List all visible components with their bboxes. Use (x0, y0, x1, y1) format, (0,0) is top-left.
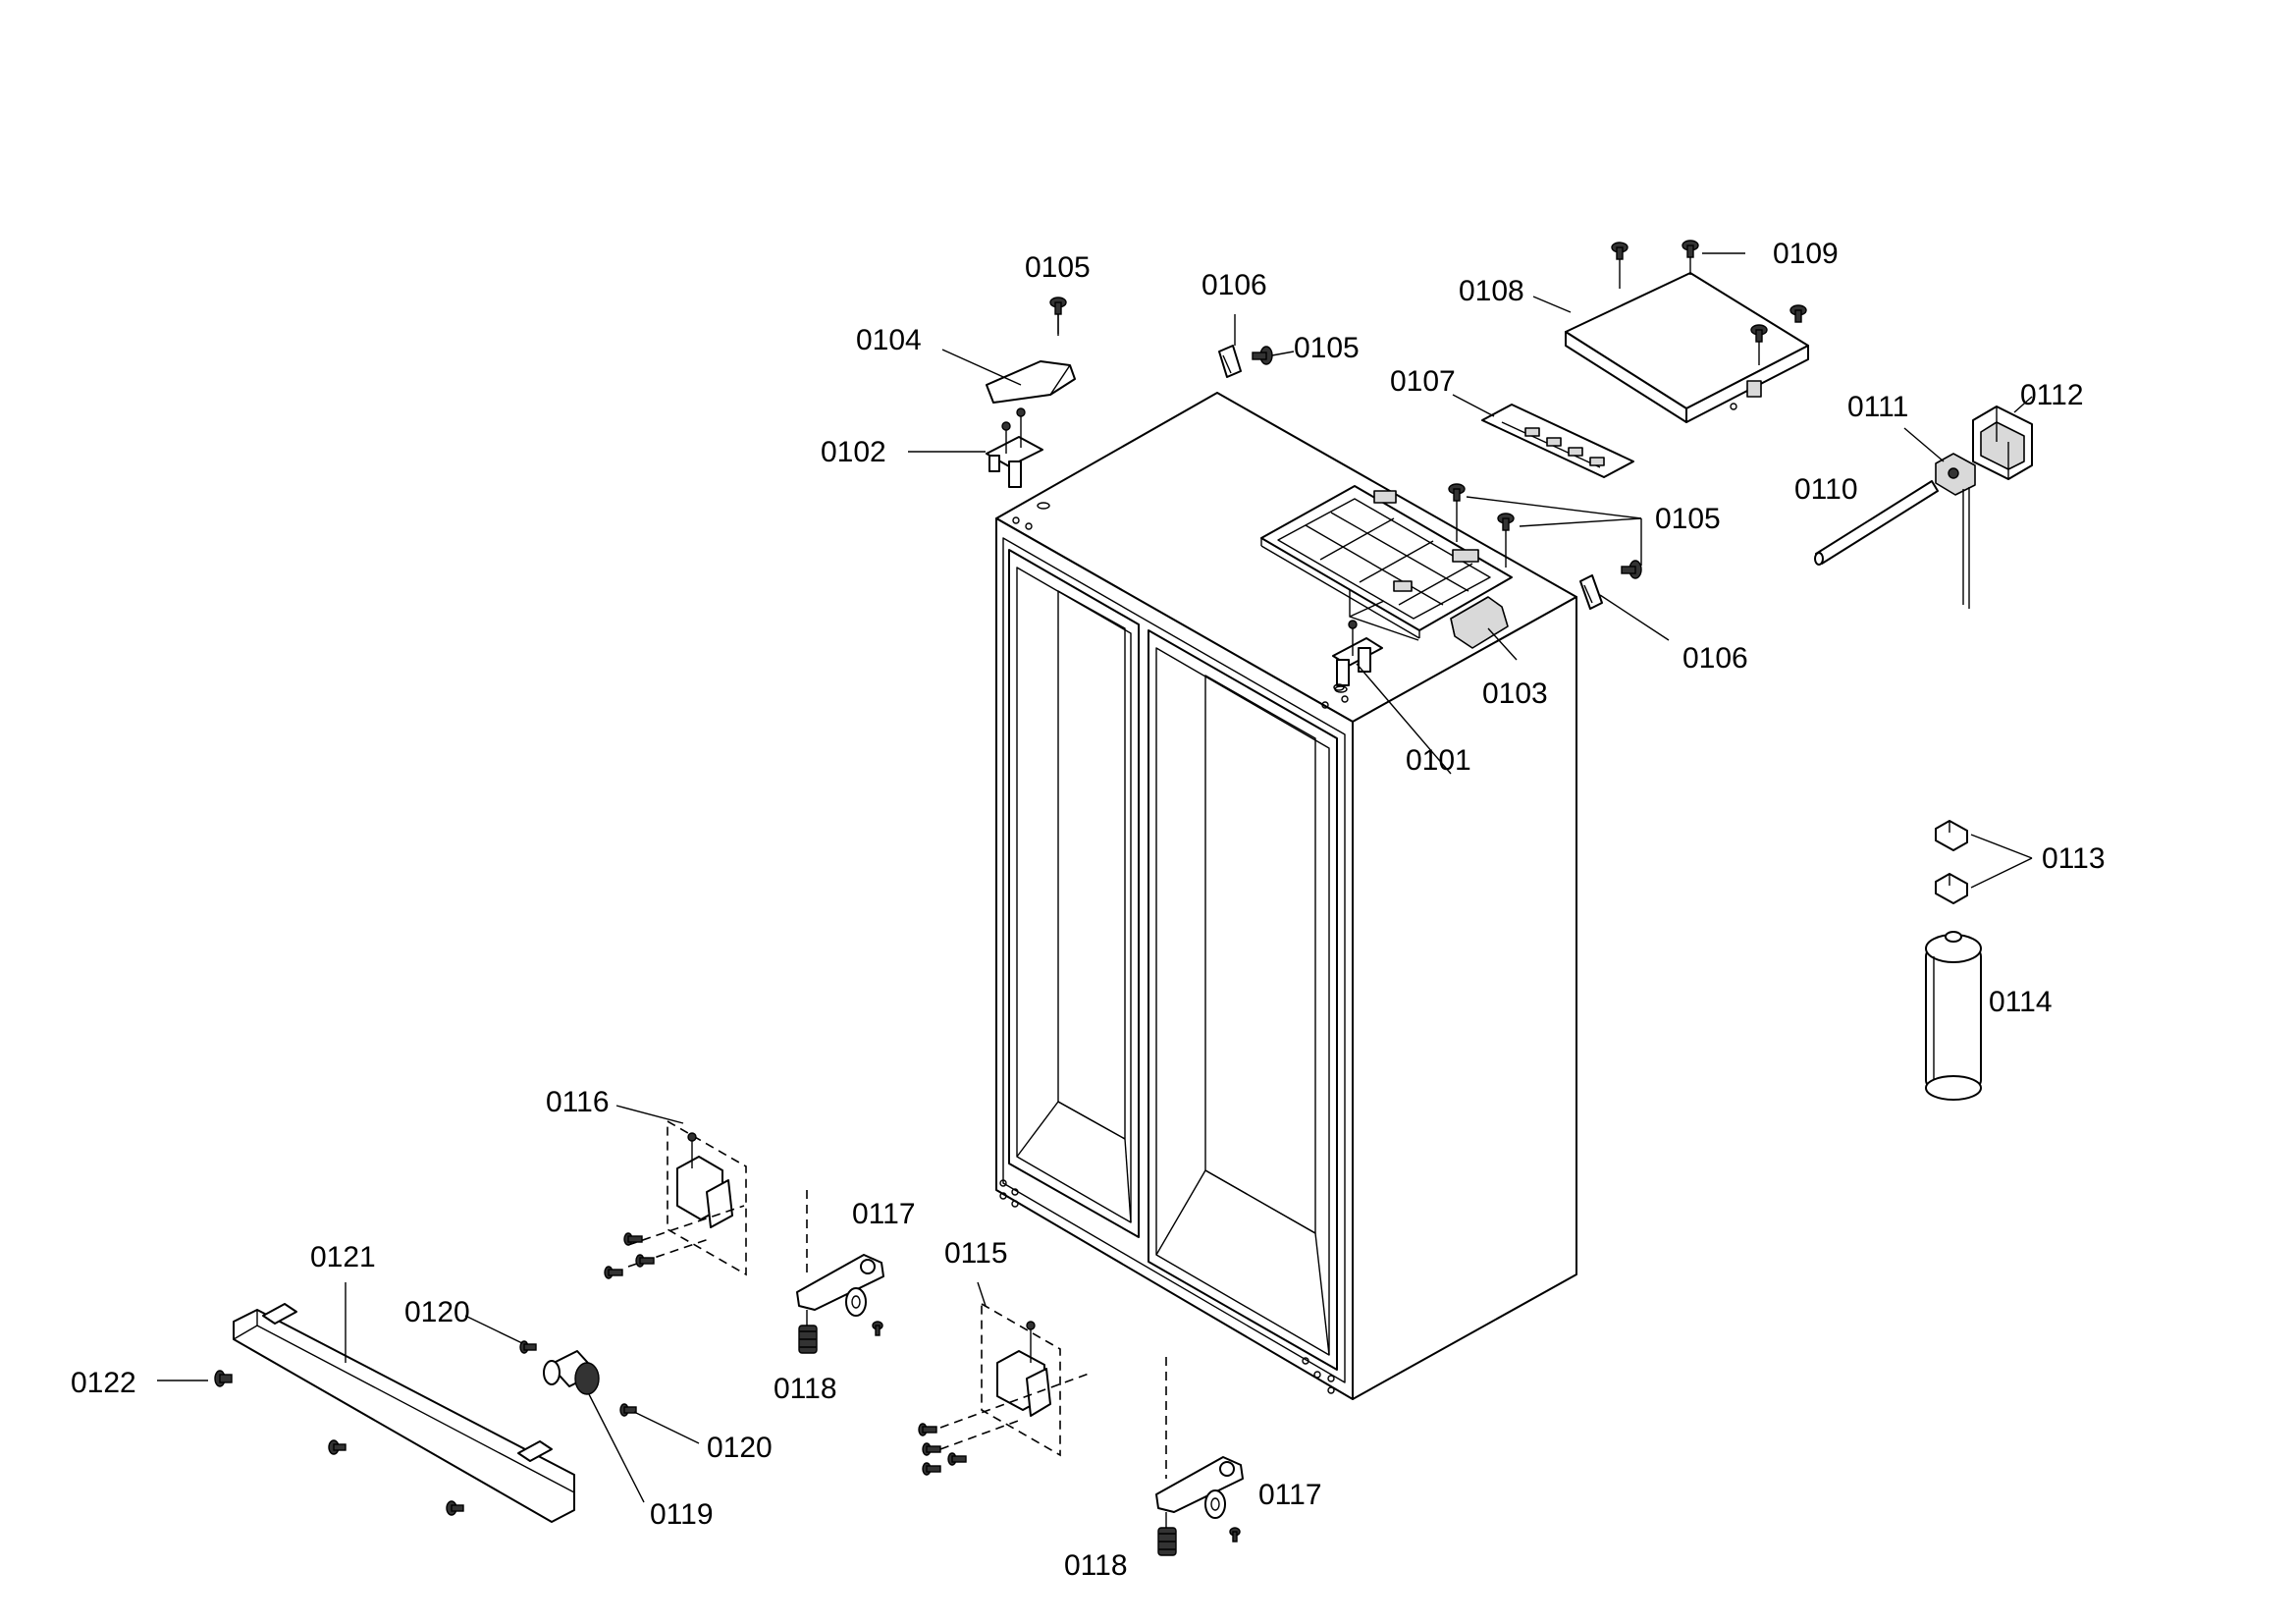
label-0110: 0110 (1794, 473, 1858, 506)
screw-0115-c (947, 1452, 967, 1466)
label-0117-right: 0117 (1258, 1479, 1322, 1511)
part-labels: 0105 0104 0102 0106 0105 0108 0109 0107 … (71, 238, 2106, 1582)
screw-0122 (214, 1370, 233, 1387)
leader-lines (157, 252, 2033, 1503)
mounting-bracket-housing (1972, 406, 2033, 480)
screw-0116-b (635, 1254, 655, 1268)
upper-hinge-left (986, 407, 1043, 488)
screw-0115-d (922, 1462, 941, 1476)
screw-0109-d (1789, 304, 1807, 323)
clip-0113-upper (1935, 820, 1968, 851)
screw-0109-b (1682, 240, 1699, 275)
screw-0105-center-a (1448, 483, 1466, 542)
label-0103: 0103 (1482, 677, 1548, 710)
screw-0121-a (328, 1439, 347, 1455)
refrigerator-cabinet (995, 392, 1577, 1400)
label-0115: 0115 (944, 1237, 1008, 1270)
label-0117-left: 0117 (852, 1198, 916, 1230)
label-0111: 0111 (1847, 391, 1908, 423)
label-0112: 0112 (2020, 379, 2084, 411)
label-0105-mid: 0105 (1294, 332, 1360, 364)
label-0113: 0113 (2042, 842, 2106, 875)
label-0106-top: 0106 (1201, 269, 1267, 301)
upper-hinge-right (1332, 620, 1383, 703)
screw-0105-center-b (1497, 513, 1515, 568)
water-filter-cartridge (1925, 931, 1982, 1101)
roller-assembly-right (1155, 1357, 1244, 1556)
screw-0115-a (918, 1423, 937, 1436)
screw-0109-c (1750, 324, 1768, 365)
label-0105-center: 0105 (1655, 503, 1721, 535)
lower-hinge-left (604, 1119, 747, 1279)
screw-0117-right (1229, 1527, 1241, 1543)
roller-assembly-left (796, 1190, 884, 1354)
hinge-cover-right (1450, 596, 1509, 649)
toe-kick-rail (233, 1303, 575, 1523)
label-0102: 0102 (821, 436, 886, 468)
label-0106-right: 0106 (1682, 642, 1748, 675)
control-panel-board (1481, 404, 1634, 478)
label-0120-lower: 0120 (707, 1432, 773, 1464)
leveling-foot-0118-left (798, 1325, 818, 1354)
label-0121: 0121 (310, 1241, 376, 1273)
label-0116: 0116 (546, 1086, 610, 1118)
screw-0105-top (1049, 297, 1067, 336)
label-0120-upper: 0120 (404, 1296, 470, 1328)
bracket-0106-top (1218, 345, 1242, 378)
valve-fitting (1935, 453, 1976, 609)
lower-hinge-right (918, 1302, 1093, 1476)
screw-0120-lower (619, 1403, 637, 1417)
screw-0109-a (1611, 242, 1629, 289)
screw-0105-mid (1252, 346, 1273, 365)
screw-0117-left (872, 1321, 883, 1336)
label-0108: 0108 (1459, 275, 1524, 307)
label-0104: 0104 (856, 324, 922, 356)
label-0119: 0119 (650, 1498, 714, 1531)
water-tube (1814, 480, 1939, 566)
label-0107: 0107 (1390, 365, 1456, 398)
label-0118-right: 0118 (1064, 1549, 1128, 1582)
label-0114: 0114 (1989, 986, 2053, 1018)
clip-0113-lower (1935, 873, 1968, 904)
label-0109: 0109 (1773, 238, 1839, 270)
screw-0105-right (1621, 560, 1642, 579)
label-0101: 0101 (1406, 744, 1471, 777)
control-housing-assembly (1260, 485, 1513, 639)
screw-0116-c (623, 1232, 643, 1246)
screw-0115-b (922, 1442, 941, 1456)
bracket-0106-right (1579, 574, 1603, 610)
hinge-cover-left (986, 360, 1076, 404)
shaft-coupling (519, 1340, 637, 1417)
screw-0121-b (446, 1500, 464, 1516)
screw-0116-a (604, 1266, 623, 1279)
alignment-guide (1349, 589, 1419, 641)
screw-0120-upper (519, 1340, 537, 1354)
label-0118-left: 0118 (774, 1373, 837, 1405)
label-0122: 0122 (71, 1367, 136, 1399)
label-0105-top: 0105 (1025, 251, 1091, 284)
leveling-foot-0118-right (1157, 1527, 1177, 1556)
top-cover-lid (1565, 272, 1809, 423)
